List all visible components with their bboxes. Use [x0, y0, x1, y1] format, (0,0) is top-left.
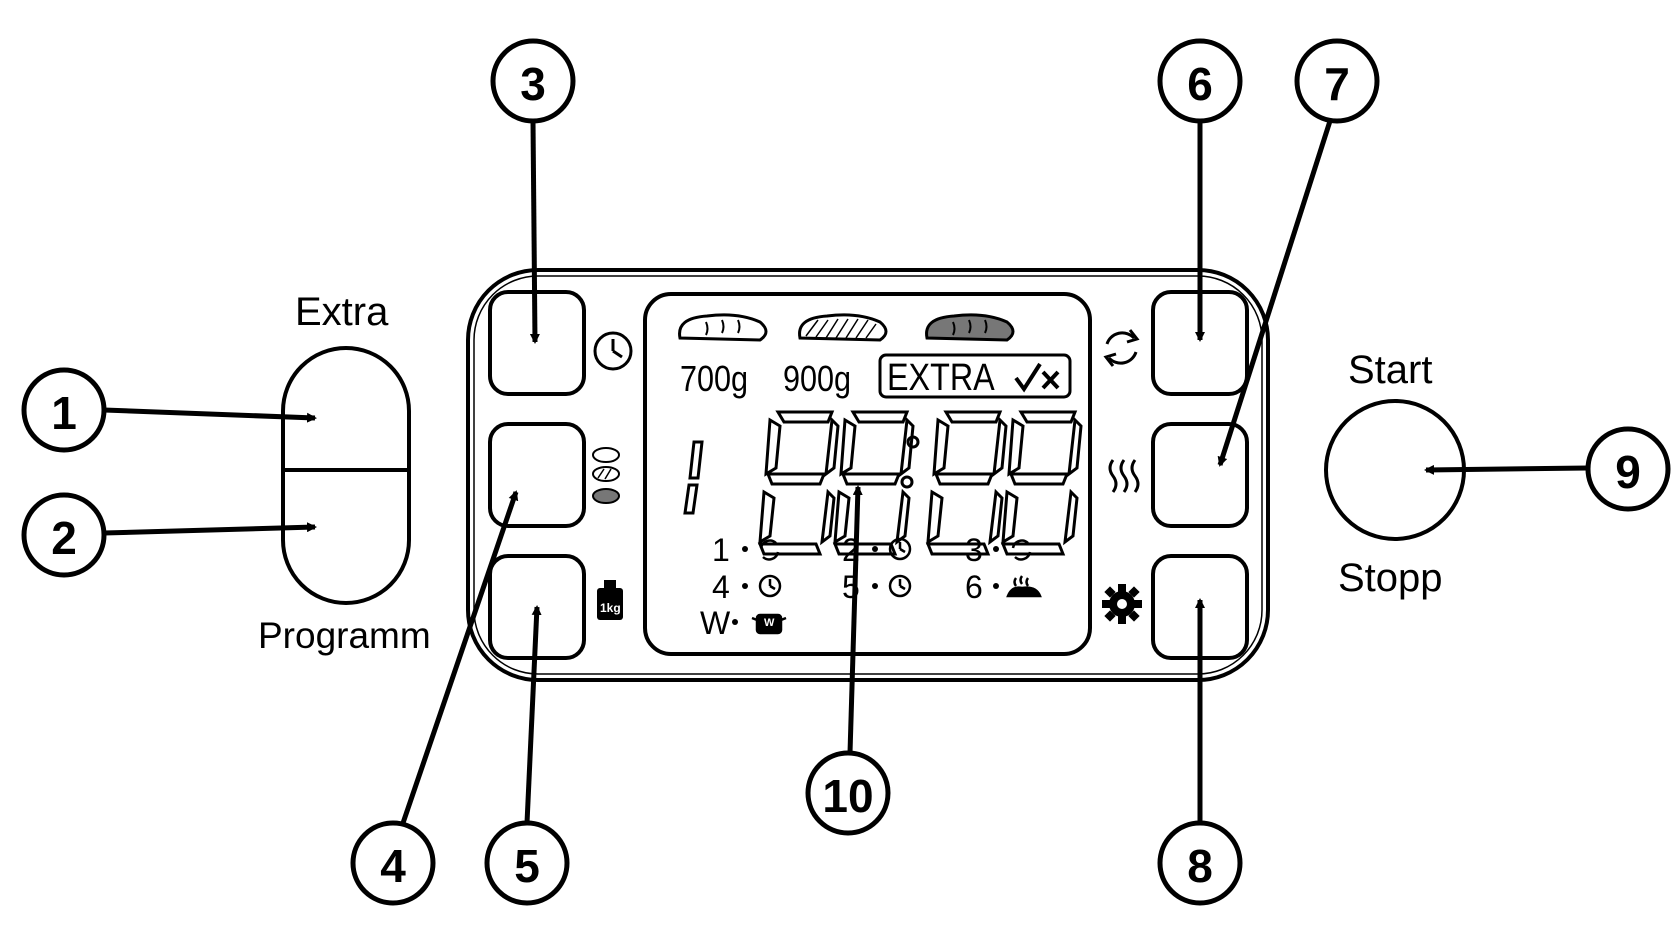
pot-w-icon [751, 613, 787, 635]
weight-900-label: 900g [783, 358, 852, 399]
browning-level-icon [592, 447, 620, 504]
check-cross-icon [1014, 362, 1060, 393]
bread-medium-icon [798, 313, 888, 342]
lcd-screen [643, 292, 1092, 656]
callout-8: 8 [1187, 840, 1213, 892]
rotate-icon [1011, 539, 1032, 561]
callout-10: 10 [822, 770, 874, 822]
settings-button[interactable] [1153, 556, 1247, 658]
keep-warm-button[interactable] [1153, 424, 1247, 526]
repeat-icon [1103, 329, 1140, 367]
repeat-button[interactable] [1153, 292, 1247, 394]
programm-button[interactable] [283, 470, 409, 603]
callout-6: 6 [1187, 58, 1213, 110]
start-stop-button[interactable] [1326, 401, 1464, 539]
extra-indicator-label: EXTRA [887, 357, 995, 399]
extra-programm-rocker [281, 346, 411, 605]
extra-indicator-box [878, 353, 1072, 399]
mode-6-number: 6 [965, 569, 983, 605]
extra-button[interactable] [283, 348, 409, 470]
clock-icon [888, 574, 912, 598]
callout-arrows [103, 120, 1589, 824]
callout-7: 7 [1324, 58, 1350, 110]
mode-1-number: 1 [712, 532, 730, 568]
rotate-icon [759, 539, 780, 561]
weight-button[interactable] [490, 556, 584, 658]
callout-3: 3 [520, 58, 546, 110]
callout-2: 2 [51, 512, 77, 564]
mode-icons [732, 537, 1042, 635]
gear-icon [1102, 584, 1142, 624]
callout-1: 1 [51, 387, 77, 439]
callout-4: 4 [380, 840, 406, 892]
clock-icon [758, 574, 782, 598]
clock-icon [888, 537, 912, 561]
steam-bread-icon [1006, 575, 1042, 598]
clock-icon [593, 331, 633, 371]
bread-light-icon [678, 313, 768, 342]
weight-700-label: 700g [680, 358, 749, 399]
stopp-label: Stopp [1338, 556, 1443, 600]
programm-label: Programm [258, 615, 431, 656]
mode-3-number: 3 [965, 532, 983, 568]
callout-9: 9 [1615, 446, 1641, 498]
mode-5-number: 5 [842, 569, 860, 605]
bread-dark-icon [925, 313, 1015, 342]
seven-segment-display [683, 410, 1083, 556]
callout-5: 5 [514, 840, 540, 892]
timer-button[interactable] [490, 292, 584, 394]
panel-frame [466, 268, 1270, 682]
mode-4-number: 4 [712, 569, 730, 605]
steam-icon [1108, 459, 1140, 493]
weight-icon [597, 580, 623, 620]
pot-w-letter: W [764, 617, 775, 629]
extra-label: Extra [295, 290, 389, 334]
start-label: Start [1348, 348, 1433, 392]
mode-w-number: W [700, 605, 731, 641]
browning-button[interactable] [490, 424, 584, 526]
weight-tag-label: 1kg [600, 601, 621, 615]
mode-2-number: 2 [842, 532, 860, 568]
